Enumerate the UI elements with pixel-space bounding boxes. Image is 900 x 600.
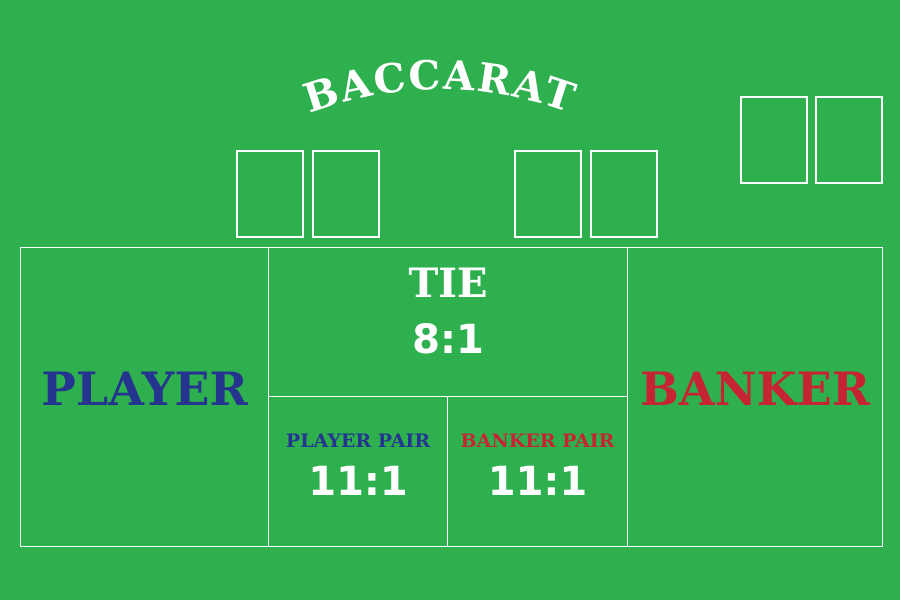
tie-bet-label: TIE — [408, 260, 488, 307]
banker-card-slot-1[interactable] — [514, 150, 582, 238]
banker-pair-bet-zone[interactable]: BANKER PAIR 11:1 — [447, 396, 628, 547]
tie-bet-zone[interactable]: TIE 8:1 — [268, 247, 628, 397]
banker-bet-label: BANKER — [640, 362, 870, 416]
extra-card-slot-2[interactable] — [815, 96, 883, 184]
banker-pair-label: BANKER PAIR — [460, 430, 615, 452]
banker-card-slot-2[interactable] — [590, 150, 658, 238]
player-card-slot-1[interactable] — [236, 150, 304, 238]
table-title-text: BACCARAT — [298, 52, 581, 123]
player-pair-payout: 11:1 — [308, 459, 408, 505]
player-pair-bet-zone[interactable]: PLAYER PAIR 11:1 — [268, 396, 448, 547]
banker-bet-zone[interactable]: BANKER — [627, 247, 883, 547]
table-title-graphic: BACCARAT — [298, 52, 583, 123]
player-card-slot-2[interactable] — [312, 150, 380, 238]
extra-card-slot-1[interactable] — [740, 96, 808, 184]
player-bet-label: PLAYER — [41, 362, 248, 416]
banker-pair-payout: 11:1 — [487, 459, 588, 505]
player-pair-label: PLAYER PAIR — [285, 430, 431, 452]
tie-payout: 8:1 — [412, 317, 484, 363]
table-title: BACCARAT — [298, 52, 583, 123]
player-bet-zone[interactable]: PLAYER — [20, 247, 269, 547]
